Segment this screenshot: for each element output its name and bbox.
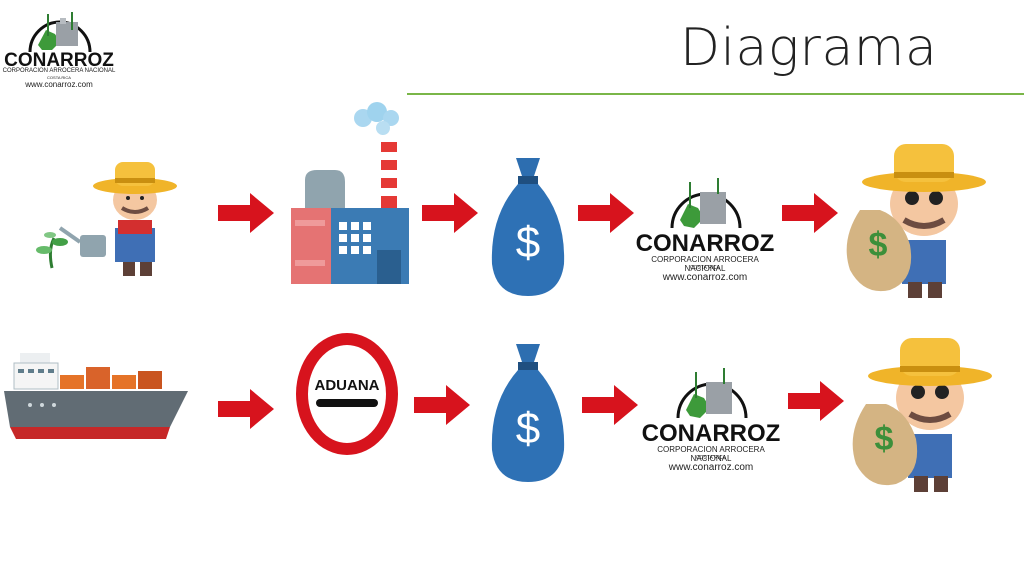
farmer-money-icon: $: [840, 140, 990, 300]
arrow-right-icon: [422, 193, 478, 233]
logo-name: CONARROZ: [4, 50, 114, 71]
money-bag-icon: $: [488, 342, 568, 484]
logo-country: COSTA RICA: [690, 265, 720, 271]
logo-emblem-icon: [670, 178, 742, 229]
arrow-right-icon: [414, 385, 470, 425]
logo-url: www.conarroz.com: [662, 272, 748, 283]
dollar-sign: $: [874, 420, 894, 458]
logo-country: COSTA RICA: [696, 455, 726, 461]
logo-url: www.conarroz.com: [668, 462, 754, 473]
logo-subtitle: CORPORACION ARROCERA NACIONAL: [2, 68, 116, 74]
arrow-right-icon: [578, 193, 634, 233]
logo-subtitle: CORPORACION ARROCERA NACIONAL: [651, 255, 759, 273]
farmer-money-icon: $: [846, 334, 996, 494]
conarroz-logo: CONARROZ CORPORACION ARROCERA NACIONAL C…: [636, 358, 786, 478]
dollar-sign: $: [515, 218, 541, 267]
logo-country: COSTA RICA: [47, 75, 71, 80]
arrow-right-icon: [218, 389, 274, 429]
page-title: Diagrama: [680, 18, 938, 78]
dollar-sign: $: [515, 404, 541, 453]
cargo-ship-icon: [4, 353, 188, 439]
arrow-right-icon: [218, 193, 274, 233]
arrow-right-icon: [782, 193, 838, 233]
logo-emblem-icon: [676, 368, 748, 419]
logo-subtitle: CORPORACION ARROCERA NACIONAL: [657, 445, 765, 463]
customs-label: ADUANA: [314, 377, 380, 394]
money-bag-icon: $: [488, 156, 568, 298]
header-logo: CONARROZ CORPORACION ARROCERA NACIONAL C…: [0, 0, 118, 92]
arrow-right-icon: [788, 381, 844, 421]
conarroz-logo: CONARROZ CORPORACION ARROCERA NACIONAL C…: [630, 168, 780, 288]
logo-name: CONARROZ: [641, 420, 781, 447]
title-divider: [407, 93, 1024, 95]
rice-factory-icon: [291, 102, 409, 284]
customs-sign-icon: ADUANA: [296, 333, 398, 455]
logo-emblem-icon: [28, 12, 92, 53]
logo-url: www.conarroz.com: [25, 80, 93, 89]
arrow-right-icon: [582, 385, 638, 425]
logo-name: CONARROZ: [635, 230, 775, 257]
dollar-sign: $: [868, 226, 888, 264]
farmer-watering-icon: [36, 162, 177, 276]
